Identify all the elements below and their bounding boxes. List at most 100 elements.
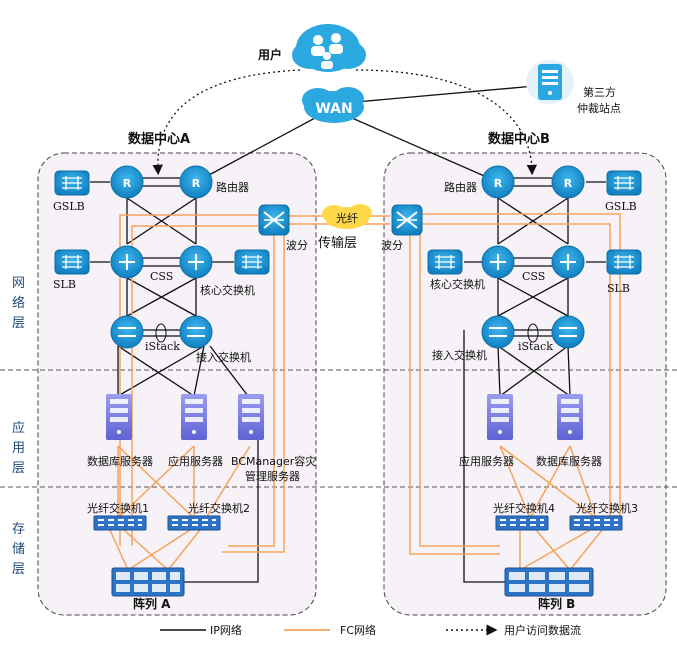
- fc-switch-b3: [569, 515, 623, 531]
- access-switch-a-label: 接入交换机: [196, 350, 251, 364]
- third-party-site: 第三方 仲裁站点: [526, 60, 621, 115]
- third-party-label-1: 第三方: [583, 85, 616, 99]
- gslb-a-label: GSLB: [53, 200, 85, 213]
- router-a2: R: [179, 165, 213, 199]
- users-cloud: [292, 24, 366, 72]
- fc-switch-icon: [495, 515, 549, 531]
- legend-flow-label: 用户访问数据流: [504, 623, 581, 637]
- gslb-b: [606, 170, 642, 196]
- svg-text:R: R: [564, 177, 573, 190]
- slb-b-left: [427, 249, 463, 275]
- bcmanager-label-1: BCManager容灾: [231, 454, 316, 468]
- slb-a-label: SLB: [53, 278, 76, 291]
- svg-text:存: 存: [12, 522, 25, 537]
- fc-switch-icon: [93, 515, 147, 531]
- third-party-label-2: 仲裁站点: [577, 101, 621, 115]
- db-server-a-label: 数据库服务器: [87, 454, 153, 468]
- access-switch-icon: [110, 315, 144, 349]
- layer-label-network: 网 络 层: [12, 276, 25, 331]
- storage-array-a: [111, 567, 185, 597]
- css-b-label: CSS: [522, 270, 545, 283]
- user-access-flows: [152, 69, 538, 176]
- svg-text:层: 层: [12, 316, 25, 331]
- slb-a: [54, 249, 90, 275]
- router-icon: [481, 165, 515, 199]
- access-switch-b2: [551, 315, 585, 349]
- app-server-a: [181, 394, 207, 440]
- fc-switch-icon: [569, 515, 623, 531]
- svg-text:应: 应: [12, 420, 25, 436]
- router-icon: [551, 165, 585, 199]
- storage-array-icon: [504, 567, 594, 597]
- fc-switch-b3-label: 光纤交换机3: [576, 501, 638, 515]
- wdm-a-label: 波分: [286, 239, 308, 252]
- storage-array-icon: [111, 567, 185, 597]
- wdm-b-label: 波分: [381, 239, 403, 252]
- server-icon: [238, 394, 264, 440]
- router-a-label: 路由器: [216, 180, 249, 194]
- access-switch-icon: [481, 315, 515, 349]
- fc-switch-a1-label: 光纤交换机1: [87, 501, 149, 515]
- server-icon: [181, 394, 207, 440]
- storage-array-b: [504, 567, 594, 597]
- router-b1: R: [481, 165, 515, 199]
- fc-switch-a2-label: 光纤交换机2: [188, 501, 250, 515]
- fc-network-lines: [109, 213, 621, 571]
- users-icon: [311, 33, 343, 69]
- fc-switch-a2: [167, 515, 221, 531]
- css-a-label: CSS: [150, 270, 173, 283]
- access-switch-b-label: 接入交换机: [432, 348, 487, 362]
- fc-switch-a1: [93, 515, 147, 531]
- svg-text:储: 储: [12, 542, 25, 557]
- app-server-b-label: 应用服务器: [459, 454, 514, 468]
- transport-layer-label: 传输层: [318, 235, 357, 251]
- access-switch-b1: [481, 315, 515, 349]
- user-label: 用户: [257, 47, 282, 62]
- core-switch-b2: [551, 245, 585, 279]
- slb-a-right: [234, 249, 270, 275]
- router-a1: R: [110, 165, 144, 199]
- fiber-cloud: 光纤: [322, 204, 372, 229]
- server-tower-icon: [526, 60, 574, 104]
- svg-text:层: 层: [12, 562, 25, 577]
- server-icon: [106, 394, 132, 440]
- router-icon: [179, 165, 213, 199]
- fiber-label: 光纤: [336, 211, 358, 225]
- core-switch-a1: [110, 245, 144, 279]
- router-icon: [110, 165, 144, 199]
- gslb-b-label: GSLB: [605, 200, 637, 213]
- wan-cloud: WAN: [302, 87, 364, 123]
- server-icon: [487, 394, 513, 440]
- legend: IP网络 FC网络 用户访问数据流: [160, 623, 581, 637]
- ip-network-lines: [90, 85, 606, 583]
- gslb-a: [54, 170, 90, 196]
- array-b-label: 阵列 B: [538, 596, 575, 611]
- core-switch-a2: [179, 245, 213, 279]
- db-server-b: [557, 394, 583, 440]
- svg-text:层: 层: [12, 461, 25, 476]
- app-server-b: [487, 394, 513, 440]
- istack-a-label: iStack: [145, 340, 180, 353]
- legend-ip-label: IP网络: [210, 623, 242, 637]
- access-switch-icon: [551, 315, 585, 349]
- svg-text:R: R: [494, 177, 503, 190]
- bcmanager-label-2: 管理服务器: [245, 469, 300, 483]
- server-icon: [557, 394, 583, 440]
- access-switch-a2: [179, 315, 213, 349]
- slb-b-label: SLB: [607, 282, 630, 295]
- wdm-b: [391, 204, 423, 236]
- svg-text:R: R: [123, 177, 132, 190]
- fc-switch-b4: [495, 515, 549, 531]
- svg-text:络: 络: [12, 295, 25, 311]
- core-switch-a-label: 核心交换机: [200, 283, 255, 297]
- access-switch-a1: [110, 315, 144, 349]
- istack-b-label: iStack: [518, 340, 553, 353]
- legend-fc-label: FC网络: [340, 623, 376, 637]
- router-b2: R: [551, 165, 585, 199]
- db-server-b-label: 数据库服务器: [536, 454, 602, 468]
- svg-text:R: R: [192, 177, 201, 190]
- layer-label-application: 应 用 层: [12, 420, 25, 476]
- access-switch-icon: [179, 315, 213, 349]
- array-a-label: 阵列 A: [133, 596, 171, 611]
- wan-label: WAN: [315, 101, 352, 117]
